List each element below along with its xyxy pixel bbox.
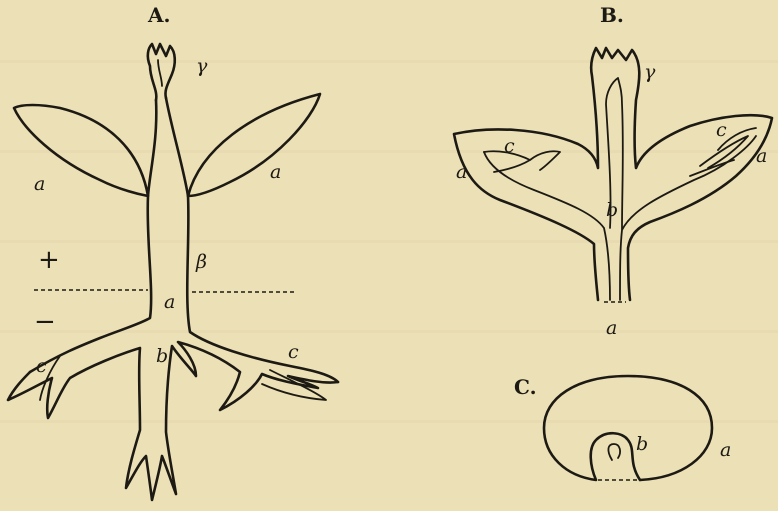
- panel-c-label-b: b: [636, 433, 648, 455]
- panel-b-label-c-left: c: [504, 135, 515, 157]
- panel-c-seed-outline: [544, 376, 712, 480]
- panel-a-label-c-left: c: [36, 355, 47, 377]
- panel-b-label-a-bottom: a: [606, 317, 617, 339]
- panel-b-label-b: b: [606, 199, 618, 221]
- panel-a-plumule-inner: [158, 60, 162, 86]
- panel-b-label-a-right: a: [756, 145, 767, 167]
- panel-c-title: C.: [514, 375, 537, 399]
- panel-a-label-a-right: a: [270, 161, 281, 183]
- panel-c-radicle: [608, 444, 620, 460]
- panel-a-label-b: b: [156, 345, 168, 367]
- panel-a-plus-sign: +: [38, 245, 60, 275]
- panel-c-label-a: a: [720, 439, 731, 461]
- panel-a-root-branch-2: [262, 370, 326, 400]
- paper-texture: [0, 60, 778, 423]
- panel-a-label-a-left: a: [34, 173, 45, 195]
- panel-b-label-c-right: c: [716, 119, 727, 141]
- panel-a-minus-sign: −: [34, 307, 56, 337]
- panel-a-label-a-center: a: [164, 291, 175, 313]
- panel-a-title: A.: [147, 3, 170, 27]
- panel-a-right-cotyledon: [188, 94, 320, 196]
- panel-a-label-beta: β: [195, 251, 207, 273]
- panel-a-plumule: [148, 44, 175, 100]
- panel-c: C. b a: [514, 375, 731, 480]
- panel-a-label-c-right: c: [288, 341, 299, 363]
- panel-b-label-a-left: a: [456, 161, 467, 183]
- panel-b-label-gamma: γ: [644, 61, 656, 83]
- panel-b-inner-channel: [484, 78, 756, 300]
- panel-a-label-gamma: γ: [196, 55, 208, 77]
- panel-b: B. γ a a c c b a: [454, 3, 772, 339]
- panel-b-title: B.: [600, 3, 624, 27]
- panel-a: A. γ a a β a b c c + −: [8, 3, 338, 500]
